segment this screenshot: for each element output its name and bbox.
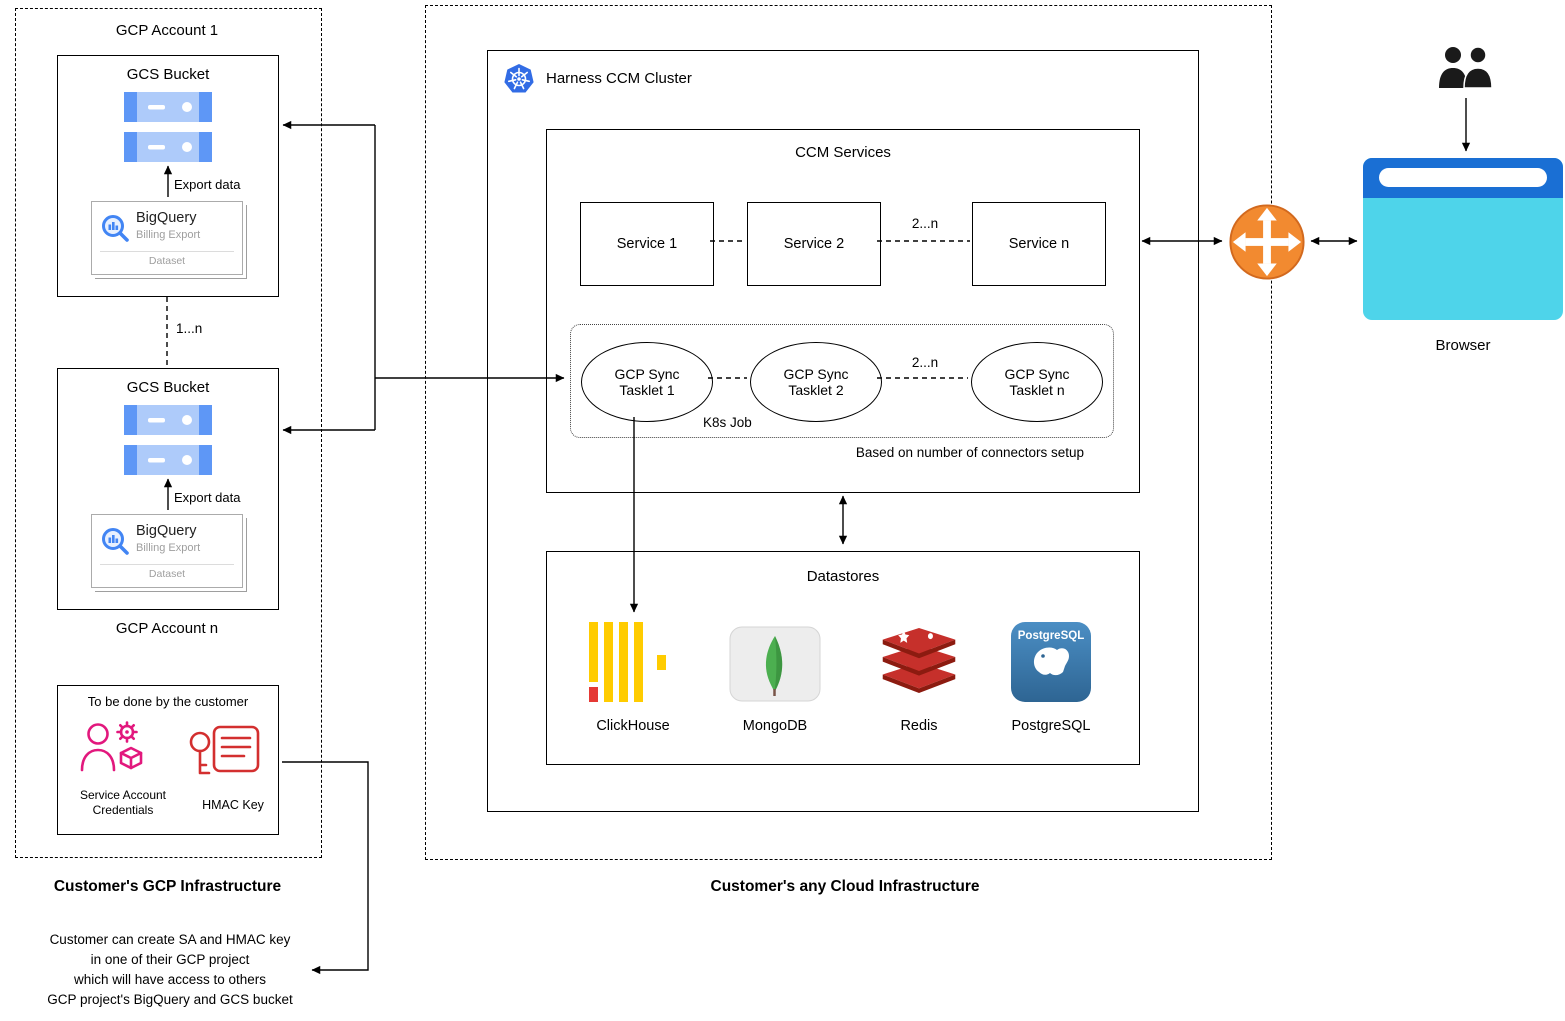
clickhouse-icon [589, 622, 666, 702]
kubernetes-icon [504, 64, 534, 93]
gcp-sync-tasklet-1: GCP Sync Tasklet 1 [581, 342, 713, 422]
tasklet-n-label: GCP Sync Tasklet n [1004, 366, 1070, 398]
customer-note: Customer can create SA and HMAC key in o… [47, 932, 293, 1007]
browser-label: Browser [1435, 337, 1491, 354]
postgresql-icon: PostgreSQL [1011, 622, 1091, 702]
bigquery-title: BigQuery [136, 523, 197, 539]
ccm-services-box: CCM Services Service 1 Service 2 Service… [546, 129, 1140, 493]
clickhouse-label: ClickHouse [596, 718, 670, 734]
service-1-box: Service 1 [580, 202, 714, 286]
gcs-bucket-icon [124, 405, 212, 475]
hmac-key-label: HMAC Key [202, 798, 264, 812]
bigquery-card: BigQuery Billing Export Dataset [91, 514, 243, 588]
tasklet-2-label: GCP Sync Tasklet 2 [783, 366, 849, 398]
mongodb-icon [729, 626, 821, 702]
billing-export-label: Billing Export [136, 542, 201, 554]
card-divider [100, 564, 234, 565]
redis-label: Redis [900, 718, 938, 734]
browser-address-bar [1379, 168, 1547, 187]
gcs-bucket-title: GCS Bucket [126, 66, 210, 83]
bucket-count-label: 1...n [176, 321, 203, 336]
datastores-title: Datastores [806, 568, 880, 585]
gcp-sync-tasklet-2: GCP Sync Tasklet 2 [750, 342, 882, 422]
gcs-bucket-box-1: GCS Bucket Export data [57, 55, 279, 297]
bigquery-icon [102, 528, 129, 555]
dataset-label: Dataset [148, 568, 186, 580]
redis-icon [882, 628, 956, 694]
service-n-box: Service n [972, 202, 1106, 286]
gcs-bucket-title: GCS Bucket [126, 379, 210, 396]
postgresql-label: PostgreSQL [1011, 718, 1091, 734]
k8s-job-label: K8s Job [703, 415, 752, 430]
users-icon [1439, 46, 1493, 89]
customer-tasks-title: To be done by the customer [87, 694, 249, 709]
browser-header [1363, 158, 1563, 198]
tasklet-1-label: GCP Sync Tasklet 1 [614, 366, 680, 398]
bigquery-card: BigQuery Billing Export Dataset [91, 201, 243, 275]
service-2-label: Service 2 [783, 236, 845, 252]
service-n-label: Service n [1008, 236, 1070, 252]
dataset-label: Dataset [148, 255, 186, 267]
cloud-infrastructure-caption: Customer's any Cloud Infrastructure [710, 878, 980, 895]
load-balancer-icon [1229, 204, 1305, 280]
gcp-infrastructure-region [15, 8, 322, 858]
bigquery-title: BigQuery [136, 210, 197, 226]
postgresql-elephant-shape [1033, 647, 1069, 676]
services-count-label: 2...n [911, 216, 939, 231]
harness-ccm-cluster-box: Harness CCM Cluster CCM Services Service… [487, 50, 1199, 812]
connectors-note: Based on number of connectors setup [855, 445, 1085, 460]
browser-icon [1363, 158, 1563, 320]
export-data-label: Export data [174, 490, 241, 505]
card-divider [100, 251, 234, 252]
ccm-services-title: CCM Services [795, 144, 891, 161]
bigquery-icon [102, 215, 129, 242]
tasklets-count-label: 2...n [911, 355, 939, 370]
datastores-box: Datastores ClickHouse MongoDB [546, 551, 1140, 765]
gcp-sync-tasklet-n: GCP Sync Tasklet n [971, 342, 1103, 422]
customer-tasks-box: To be done by the customer Service Accou… [57, 685, 279, 835]
cloud-infrastructure-region [425, 5, 1272, 860]
postgresql-icon-text: PostgreSQL [1017, 630, 1085, 642]
service-1-label: Service 1 [616, 236, 678, 252]
service-account-credentials-icon [80, 721, 143, 772]
k8s-job-group: GCP Sync Tasklet 1 GCP Sync Tasklet 2 GC… [570, 324, 1114, 438]
service-account-credentials-label: Service Account Credentials [79, 788, 167, 817]
service-2-box: Service 2 [747, 202, 881, 286]
hmac-key-icon [189, 725, 260, 775]
cluster-title: Harness CCM Cluster [546, 70, 692, 87]
gcs-bucket-box-n: GCS Bucket Export data [57, 368, 279, 610]
gcp-account-n-label: GCP Account n [115, 620, 219, 637]
export-data-label: Export data [174, 177, 241, 192]
gcp-account-1-label: GCP Account 1 [115, 22, 219, 39]
billing-export-label: Billing Export [136, 229, 201, 241]
gcp-infrastructure-caption: Customer's GCP Infrastructure [53, 878, 282, 895]
mongodb-label: MongoDB [742, 718, 808, 734]
gcs-bucket-icon [124, 92, 212, 162]
